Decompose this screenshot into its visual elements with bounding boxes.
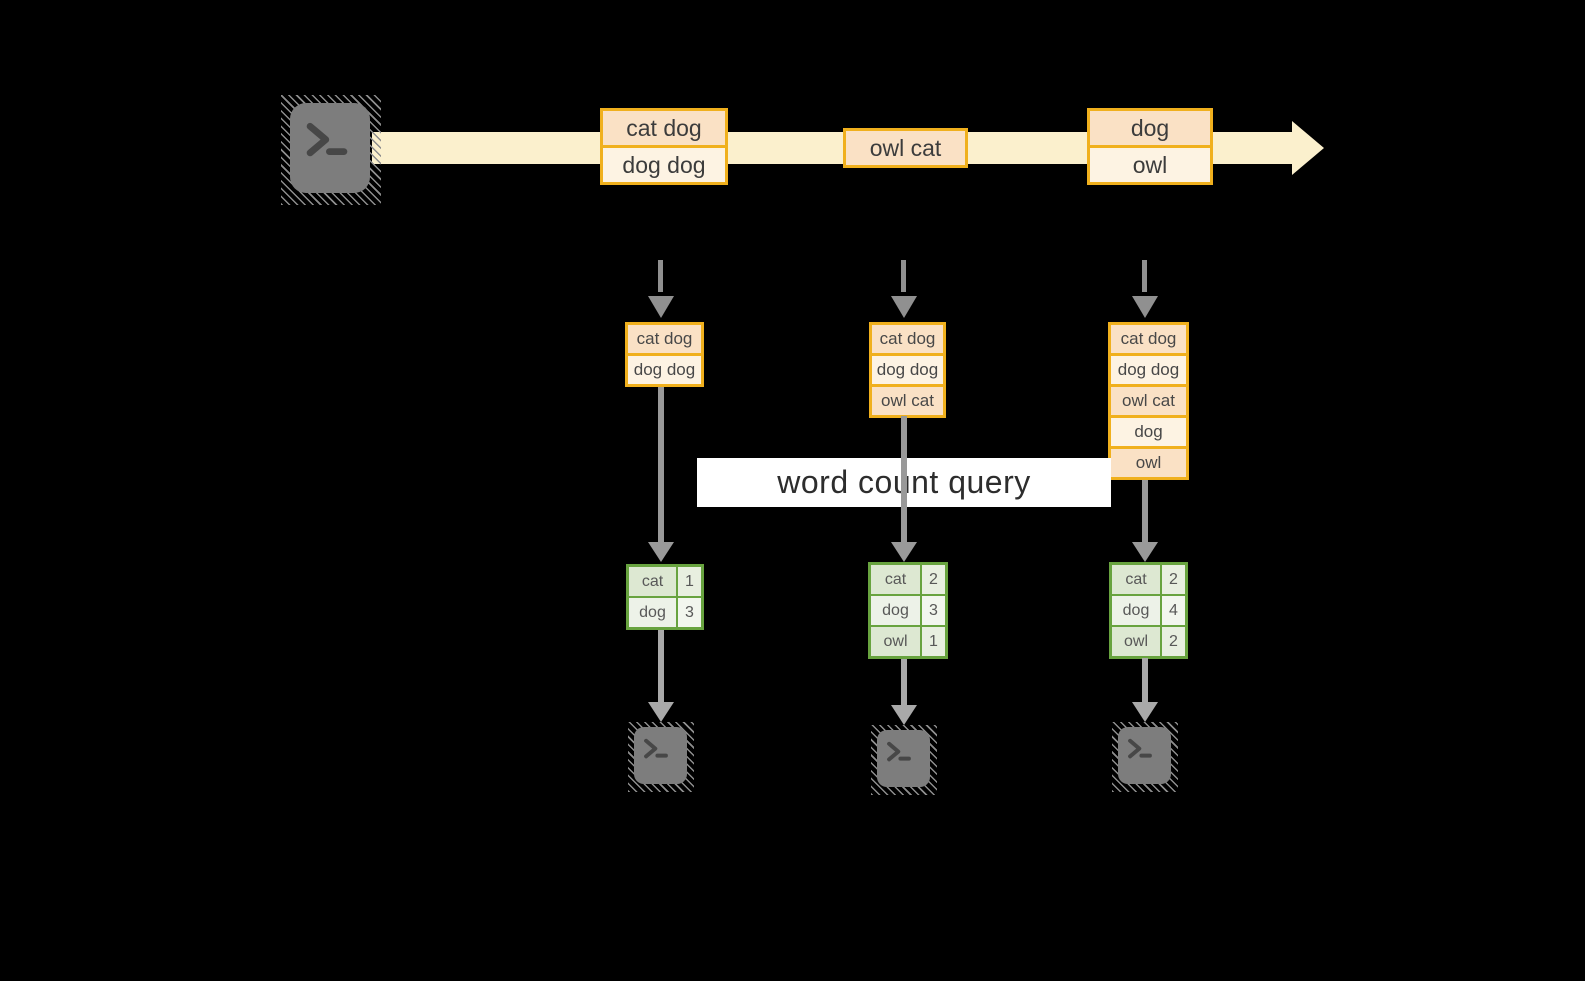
count-value-cell: 4	[1162, 596, 1185, 625]
count-value-cell: 2	[1162, 627, 1185, 656]
terminal-window	[290, 103, 370, 193]
query-flow-line	[1142, 480, 1148, 542]
ingest-arrow-dash	[1142, 260, 1147, 292]
count-row: owl 2	[1112, 627, 1185, 656]
stream-record: dog dog	[603, 148, 725, 182]
ingest-arrowhead-icon	[648, 296, 674, 318]
state-row: owl cat	[872, 387, 943, 415]
count-table-1: cat 1 dog 3	[626, 564, 704, 630]
count-value-cell: 3	[922, 596, 945, 625]
state-row: dog dog	[1111, 356, 1186, 384]
result-arrowhead-icon	[891, 705, 917, 725]
stream-record: owl	[1090, 148, 1210, 182]
stream-record: owl cat	[846, 131, 965, 165]
count-word-cell: owl	[871, 627, 920, 656]
state-row: owl cat	[1111, 387, 1186, 415]
count-row: dog 3	[871, 596, 945, 625]
state-row: dog	[1111, 418, 1186, 446]
stream-batch-1: cat dog dog dog	[600, 108, 728, 185]
state-row: cat dog	[1111, 325, 1186, 353]
result-flow-line	[658, 630, 664, 704]
consumer-terminal-icon	[1112, 722, 1178, 792]
count-value-cell: 3	[678, 598, 701, 627]
count-row: dog 4	[1112, 596, 1185, 625]
count-value-cell: 2	[922, 565, 945, 594]
state-row: cat dog	[628, 325, 701, 353]
state-row: owl	[1111, 449, 1186, 477]
result-flow-line	[901, 659, 907, 707]
stream-timeline-arrowhead-icon	[1292, 121, 1324, 175]
terminal-window	[634, 727, 687, 784]
count-word-cell: dog	[1112, 596, 1160, 625]
ingest-arrowhead-icon	[891, 296, 917, 318]
terminal-prompt-glyph-icon	[306, 122, 348, 157]
stream-record: dog	[1090, 111, 1210, 145]
state-row: cat dog	[872, 325, 943, 353]
result-arrowhead-icon	[1132, 702, 1158, 722]
state-box-1: cat dog dog dog	[625, 322, 704, 387]
consumer-terminal-icon	[871, 725, 937, 795]
state-box-2: cat dog dog dog owl cat	[869, 322, 946, 418]
count-table-2: cat 2 dog 3 owl 1	[868, 562, 948, 659]
count-word-cell: cat	[871, 565, 920, 594]
result-flow-line	[1142, 658, 1148, 704]
consumer-terminal-icon	[628, 722, 694, 792]
terminal-window	[877, 730, 930, 787]
state-row: dog dog	[872, 356, 943, 384]
state-row: dog dog	[628, 356, 701, 384]
count-row: owl 1	[871, 627, 945, 656]
count-word-cell: dog	[871, 596, 920, 625]
count-word-cell: cat	[1112, 565, 1160, 594]
terminal-prompt-glyph-icon	[1128, 738, 1152, 759]
stream-batch-2: owl cat	[843, 128, 968, 168]
count-row: dog 3	[629, 598, 701, 627]
terminal-window	[1118, 727, 1171, 784]
result-arrowhead-icon	[648, 702, 674, 722]
ingest-arrowhead-icon	[1132, 296, 1158, 318]
count-row: cat 1	[629, 567, 701, 596]
count-value-cell: 1	[678, 567, 701, 596]
count-table-3: cat 2 dog 4 owl 2	[1109, 562, 1188, 659]
count-word-cell: owl	[1112, 627, 1160, 656]
count-word-cell: dog	[629, 598, 676, 627]
count-row: cat 2	[1112, 565, 1185, 594]
count-value-cell: 1	[922, 627, 945, 656]
terminal-prompt-glyph-icon	[644, 738, 668, 759]
terminal-prompt-glyph-icon	[887, 741, 911, 762]
count-word-cell: cat	[629, 567, 676, 596]
ingest-arrow-dash	[658, 260, 663, 292]
query-arrowhead-icon	[1132, 542, 1158, 562]
state-box-3: cat dog dog dog owl cat dog owl	[1108, 322, 1189, 480]
ingest-arrow-dash	[901, 260, 906, 292]
stream-batch-3: dog owl	[1087, 108, 1213, 185]
stream-record: cat dog	[603, 111, 725, 145]
query-arrowhead-icon	[891, 542, 917, 562]
query-flow-line	[901, 416, 907, 542]
count-row: cat 2	[871, 565, 945, 594]
query-flow-line	[658, 387, 664, 542]
query-arrowhead-icon	[648, 542, 674, 562]
stream-source-terminal-icon	[281, 95, 381, 205]
count-value-cell: 2	[1162, 565, 1185, 594]
